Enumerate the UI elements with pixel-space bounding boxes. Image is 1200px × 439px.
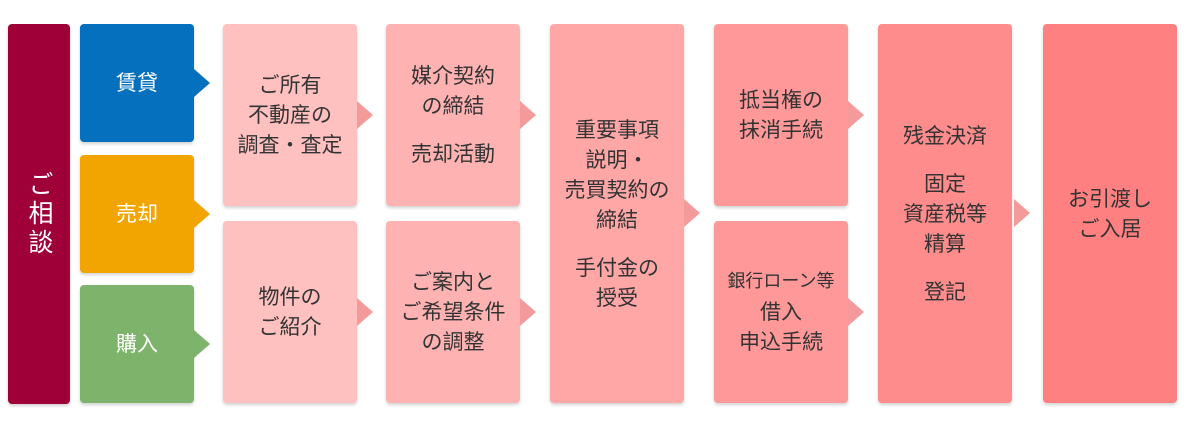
category-buy-arrow: [194, 330, 210, 358]
step-settlement-tax: 資産税等: [903, 201, 987, 226]
step-handover-box: お引渡し ご入居: [1043, 24, 1177, 403]
step-loan-line: 申込手続: [739, 330, 823, 354]
category-sell-arrow: [194, 200, 210, 228]
step-settlement-tax: 精算: [924, 231, 966, 256]
step-brokerage-line: の締結: [421, 94, 485, 118]
step-brokerage-sub: 売却活動: [411, 142, 495, 166]
step-brokerage-line: 媒介契約: [411, 64, 495, 88]
step-loan-line: 銀行ローン等: [727, 271, 835, 292]
step-contract-line: 締結: [596, 207, 638, 232]
step-mortgage-line: 抹消手続: [739, 118, 823, 142]
step-contract-sub: 授受: [596, 285, 638, 310]
step-settlement-line: 登記: [924, 279, 966, 304]
step-handover-line: ご入居: [1078, 216, 1142, 241]
step-guidance-line: の調整: [421, 330, 485, 354]
step-handover-line: お引渡し: [1068, 186, 1152, 211]
step-guidance-line: ご希望条件: [400, 300, 506, 324]
step-mortgage-line: 抵当権の: [739, 88, 823, 112]
category-sell-box: 売却: [80, 155, 194, 273]
step-introduction-line: 物件の: [258, 285, 322, 309]
step-loan-box: 銀行ローン等 借入 申込手続: [714, 221, 848, 403]
step-guidance-box: ご案内と ご希望条件 の調整: [386, 221, 520, 403]
step-mortgage-box: 抵当権の 抹消手続: [714, 24, 848, 206]
step-contract-box: 重要事項 説明・ 売買契約の 締結 手付金の 授受: [550, 24, 684, 403]
step-contract-line: 売買契約の: [564, 177, 670, 202]
category-buy-label: 購入: [116, 332, 158, 356]
step-contract-sub: 手付金の: [575, 255, 659, 280]
step-contract-line: 説明・: [585, 147, 649, 172]
consultation-box: ご相談: [8, 24, 70, 404]
category-rent-box: 賃貸: [80, 24, 194, 142]
step-introduction-box: 物件の ご紹介: [223, 221, 357, 403]
flow-arrow: [848, 101, 864, 129]
flow-arrow: [520, 101, 536, 129]
category-rent-label: 賃貸: [116, 71, 158, 95]
step-introduction-line: ご紹介: [258, 315, 322, 339]
flow-arrow: [357, 298, 373, 326]
flow-arrow: [1014, 199, 1030, 227]
category-buy-box: 購入: [80, 285, 194, 403]
consultation-label: ご相談: [25, 170, 54, 258]
flow-arrow: [684, 199, 700, 227]
step-appraisal-line: ご所有: [258, 73, 322, 97]
step-appraisal-box: ご所有 不動産の 調査・査定: [223, 24, 357, 206]
step-guidance-line: ご案内と: [411, 270, 495, 294]
step-contract-line: 重要事項: [575, 117, 659, 142]
step-brokerage-box: 媒介契約 の締結 売却活動: [386, 24, 520, 206]
category-sell-label: 売却: [116, 202, 158, 226]
flow-arrow: [357, 101, 373, 129]
category-rent-arrow: [194, 69, 210, 97]
step-appraisal-line: 調査・査定: [237, 133, 343, 157]
step-appraisal-line: 不動産の: [248, 103, 332, 127]
step-settlement-box: 残金決済 固定 資産税等 精算 登記: [878, 24, 1012, 403]
flow-arrow: [848, 298, 864, 326]
flow-arrow: [520, 298, 536, 326]
step-settlement-tax: 固定: [924, 171, 966, 196]
step-loan-line: 借入: [760, 300, 802, 324]
step-settlement-line: 残金決済: [903, 123, 987, 148]
